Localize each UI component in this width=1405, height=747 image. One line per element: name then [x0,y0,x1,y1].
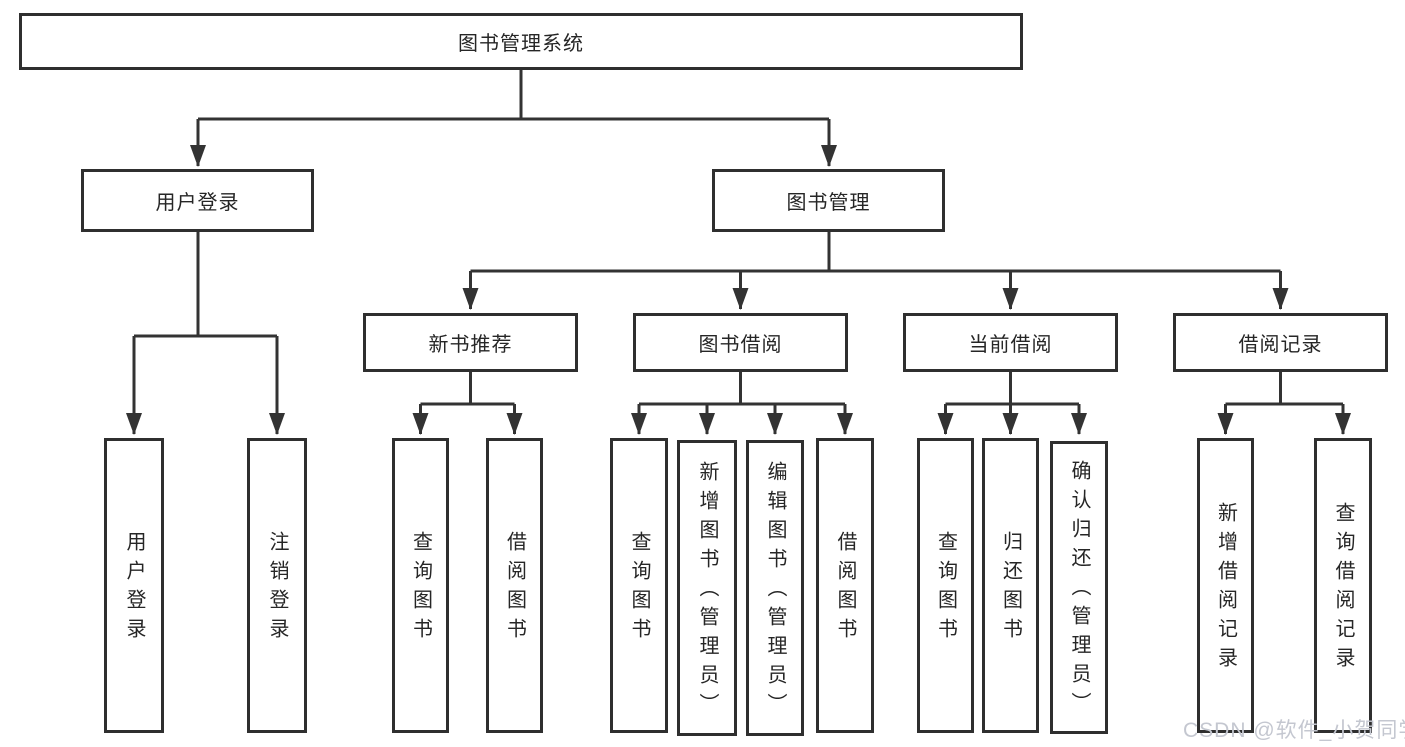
leaf-logout: 注销登录 [247,438,307,733]
node-user-login: 用户登录 [81,169,314,232]
leaf-borrow-edit-book-admin: 编辑图书（管理员） [746,440,804,736]
node-book-management: 图书管理 [712,169,945,232]
leaf-borrow-add-book-admin: 新增图书（管理员） [677,440,737,736]
node-borrow-records: 借阅记录 [1173,313,1388,372]
node-current-borrow: 当前借阅 [903,313,1118,372]
watermark: CSDN @软件_小贺同学 [1183,719,1405,742]
node-book-borrow: 图书借阅 [633,313,848,372]
leaf-current-return-book: 归还图书 [982,438,1039,733]
leaf-records-query-record: 查询借阅记录 [1314,438,1372,733]
node-root: 图书管理系统 [19,13,1023,70]
leaf-records-add-record: 新增借阅记录 [1197,438,1254,733]
leaf-current-query-book: 查询图书 [917,438,974,733]
leaf-borrow-borrow-book: 借阅图书 [816,438,874,733]
leaf-borrow-query-book: 查询图书 [610,438,668,733]
leaf-current-confirm-return-admin: 确认归还（管理员） [1050,441,1108,734]
leaf-newbook-borrow-book: 借阅图书 [486,438,543,733]
leaf-user-login: 用户登录 [104,438,164,733]
leaf-newbook-query-book: 查询图书 [392,438,449,733]
node-new-book-recommend: 新书推荐 [363,313,578,372]
